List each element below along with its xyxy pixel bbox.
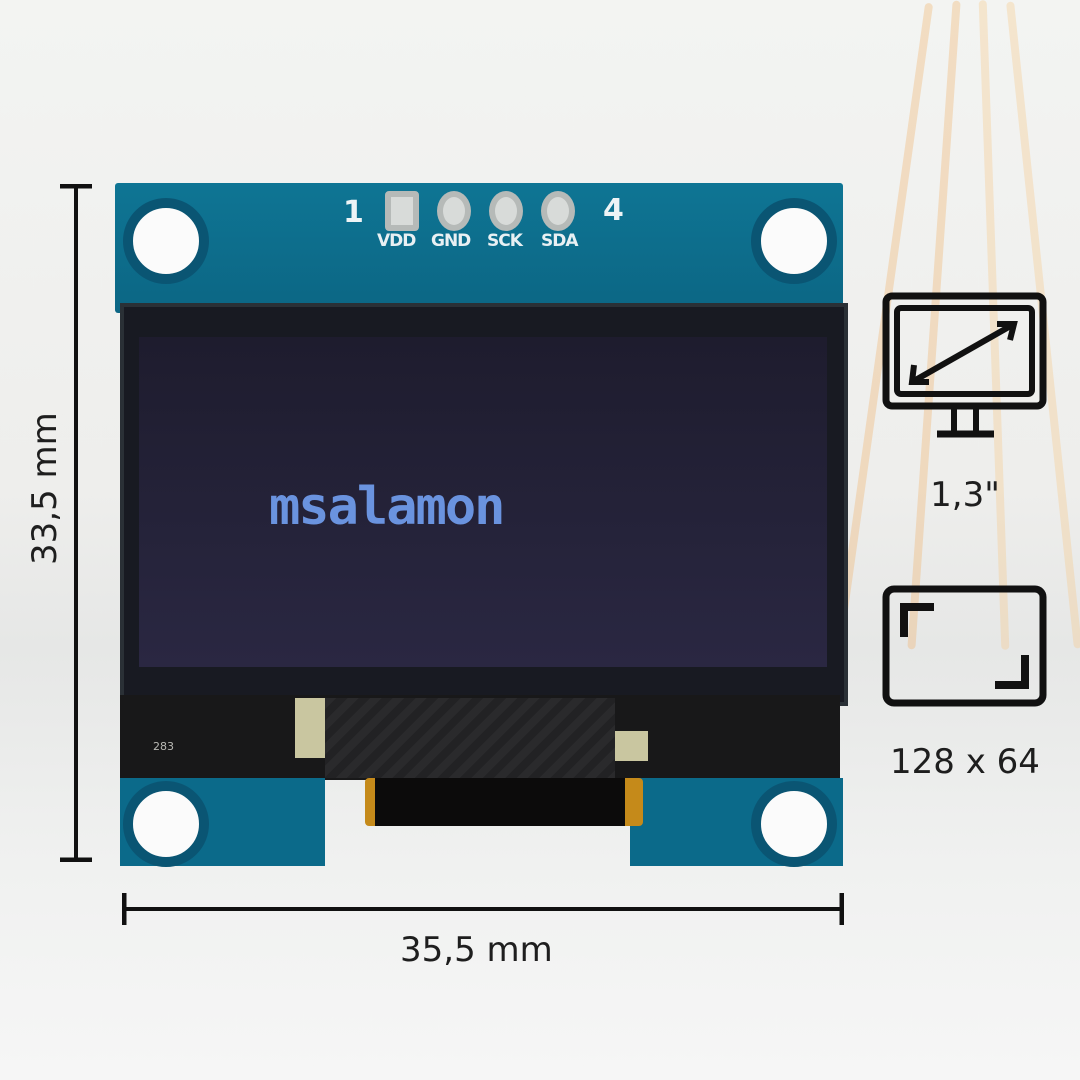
monitor-diagonal-icon xyxy=(882,292,1047,438)
pin-header xyxy=(385,191,575,231)
driver-chip xyxy=(365,778,643,826)
pcb-header xyxy=(115,183,843,313)
flex-ribbon xyxy=(325,698,615,778)
height-label: 33,5 mm xyxy=(25,412,65,565)
pin-label-vdd: VDD xyxy=(377,231,416,251)
diagonal-value: 1,3" xyxy=(930,475,1000,515)
oled-display-text: msalamon xyxy=(269,477,505,537)
width-dimension-line xyxy=(122,893,844,925)
height-dimension-line xyxy=(60,184,92,862)
pin-vdd xyxy=(385,191,419,231)
oled-screen: msalamon xyxy=(139,337,827,667)
pin-sck xyxy=(489,191,523,231)
gold-pad xyxy=(295,698,325,758)
mount-hole xyxy=(751,198,837,284)
pin-number-1: 1 xyxy=(343,195,364,230)
resolution-frame-icon xyxy=(882,585,1047,707)
oled-glass: msalamon xyxy=(120,303,848,706)
pin-label-gnd: GND xyxy=(431,231,471,251)
pin-number-4: 4 xyxy=(603,193,624,228)
width-label: 35,5 mm xyxy=(400,930,553,970)
pin-gnd xyxy=(437,191,471,231)
board-code: 283 xyxy=(153,740,174,753)
mount-hole xyxy=(751,781,837,867)
pin-sda xyxy=(541,191,575,231)
gold-pad xyxy=(613,731,648,761)
oled-module: 1 4 VDD GND SCK SDA msalamon 283 xyxy=(115,183,848,867)
mount-hole xyxy=(123,781,209,867)
pin-label-sck: SCK xyxy=(487,231,523,251)
mount-hole xyxy=(123,198,209,284)
resolution-value: 128 x 64 xyxy=(890,742,1040,782)
pin-label-sda: SDA xyxy=(541,231,579,251)
